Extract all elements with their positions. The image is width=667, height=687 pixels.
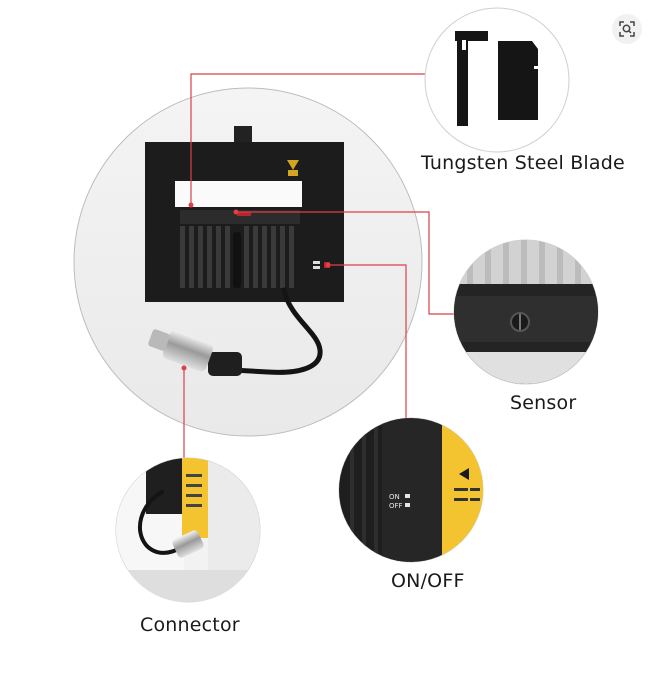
heat-sink-ribs xyxy=(180,226,294,288)
callout-lines xyxy=(183,73,458,458)
sensor-label: Sensor xyxy=(510,392,577,414)
switch-on-text: ON xyxy=(389,493,400,501)
onoff-label: ON/OFF xyxy=(391,570,465,592)
tungsten-blade xyxy=(498,41,538,120)
callout-line-onoff xyxy=(328,264,407,418)
blade-label: Tungsten Steel Blade xyxy=(421,152,625,174)
onoff-detail-circle: ON OFF xyxy=(338,417,484,563)
connector-plug xyxy=(148,329,242,376)
connector-label: Connector xyxy=(140,614,240,636)
brand-emblem-icon xyxy=(287,160,299,176)
visual-search-icon xyxy=(619,21,635,37)
connector-sticker xyxy=(182,458,208,538)
blade-window xyxy=(175,181,302,207)
warning-arrow-icon xyxy=(459,468,469,480)
switch-off-text: OFF xyxy=(389,502,403,510)
power-cable xyxy=(229,287,323,375)
sensor-indicator xyxy=(237,212,251,216)
visual-search-button[interactable] xyxy=(612,14,642,44)
blade-detail-circle xyxy=(424,7,570,153)
sensor-detail-circle xyxy=(453,239,599,385)
blade-bracket xyxy=(455,31,488,126)
connector-detail-circle xyxy=(115,457,261,603)
callout-line-blade xyxy=(190,73,427,205)
connector-socket xyxy=(172,530,204,558)
main-device-circle xyxy=(73,87,423,437)
callout-line-sensor xyxy=(236,211,458,315)
